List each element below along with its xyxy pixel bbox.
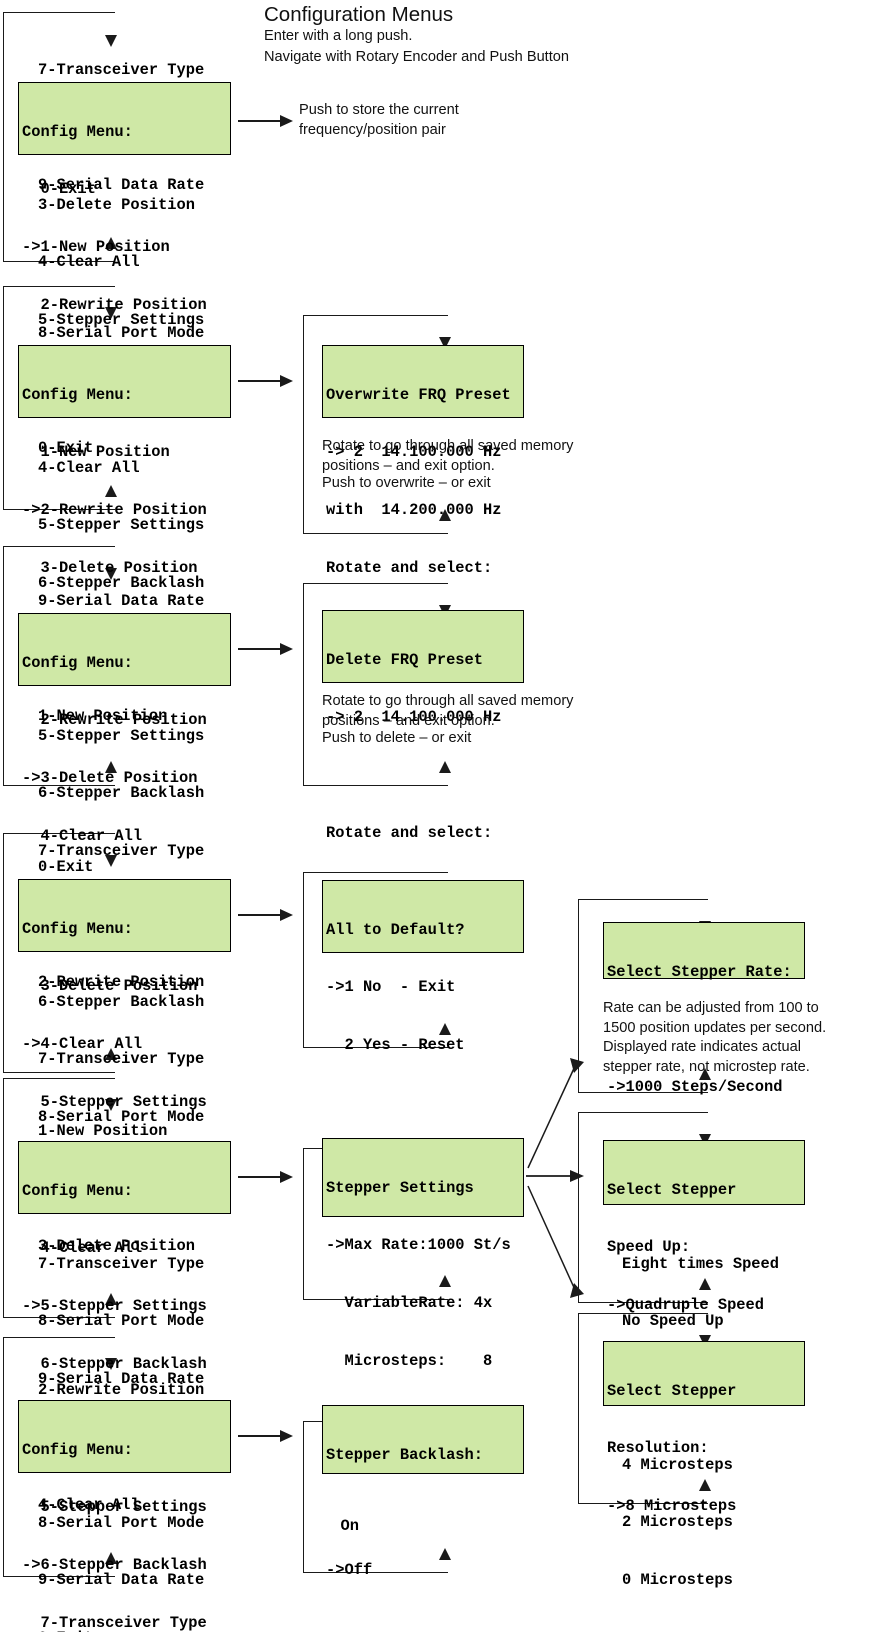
loop-box-4	[3, 833, 115, 1073]
arrow-up-4-right	[439, 1023, 451, 1035]
connector-5	[238, 1176, 282, 1178]
note-delete-2: Push to delete – or exit	[322, 730, 472, 746]
loop-box-5	[3, 1078, 115, 1318]
connector-3	[238, 648, 282, 650]
loop-box-6	[3, 1337, 115, 1577]
menu-backlash-options: On	[322, 1516, 359, 1535]
loop-box-speed-up	[578, 1112, 708, 1303]
arrow-up-5	[105, 1293, 117, 1305]
arrow-down-1	[105, 35, 117, 47]
header-line-1: Enter with a long push.	[264, 28, 413, 44]
lcd-screen-select-stepper-rate[interactable]: Select Stepper Rate: ->1000 Steps/Second	[603, 922, 805, 1096]
lcd-screen-select-stepper-resolution[interactable]: Select Stepper Resolution: ->8 Microstep…	[603, 1341, 805, 1515]
connector-1	[238, 120, 282, 122]
loop-box-resolution	[578, 1313, 708, 1504]
arrow-down-2-right	[439, 337, 451, 349]
fanout-connectors	[526, 1058, 584, 1298]
lcd-screen-overwrite-frq-preset[interactable]: Overwrite FRQ Preset -> 2 14.100.000 Hz …	[322, 345, 524, 577]
arrow-up-3-right	[439, 761, 451, 773]
note-rewrite-2: Push to overwrite – or exit	[322, 475, 491, 491]
arrow-right-4	[280, 909, 293, 921]
loop-box-2-right	[303, 315, 448, 534]
lcd-screen-config-new-position[interactable]: Config Menu: 0-Exit ->1-New Position 2-R…	[18, 82, 231, 314]
arrow-up-1	[105, 237, 117, 249]
arrow-up-3	[105, 761, 117, 773]
lcd-screen-config-rewrite-position[interactable]: Config Menu: 1-New Position ->2-Rewrite …	[18, 345, 231, 577]
arrow-down-6	[105, 1358, 117, 1370]
arrow-up-resolution	[699, 1479, 711, 1491]
connector-4	[238, 914, 282, 916]
lcd-screen-stepper-backlash[interactable]: Stepper Backlash: ->Off	[322, 1405, 524, 1579]
connector-6	[238, 1435, 282, 1437]
header-line-2: Navigate with Rotary Encoder and Push Bu…	[264, 49, 570, 65]
arrow-up-6	[105, 1552, 117, 1564]
lcd-screen-all-to-default[interactable]: All to Default? ->1 No - Exit 2 Yes - Re…	[322, 880, 524, 1054]
arrow-down-2	[105, 307, 117, 319]
arrow-up-speed-up	[699, 1278, 711, 1290]
arrow-down-5	[105, 1099, 117, 1111]
arrow-right-1	[280, 115, 293, 127]
loop-box-3	[3, 546, 115, 786]
note-stepper-rate: Rate can be adjusted from 100 to 1500 po…	[603, 1000, 827, 1075]
arrow-up-stepper-rate	[699, 1068, 711, 1080]
menu-below-6: 8-Serial Port Mode 9-Serial Data Rate 0-…	[38, 1513, 205, 1632]
arrow-up-2-right	[439, 509, 451, 521]
note-delete-1: Rotate to go through all saved memory po…	[322, 693, 574, 729]
note-rewrite-1: Rotate to go through all saved memory po…	[322, 438, 574, 474]
lcd-screen-delete-frq-preset[interactable]: Delete FRQ Preset -> 2 14.100.000 Hz Rot…	[322, 610, 524, 842]
lcd-screen-stepper-settings[interactable]: Stepper Settings ->Max Rate:1000 St/s Va…	[322, 1138, 524, 1370]
arrow-down-4	[105, 855, 117, 867]
loop-box-2	[3, 286, 115, 510]
loop-box-3-right	[303, 583, 448, 786]
arrow-right-3	[280, 643, 293, 655]
menu-resolution-options: 4 Microsteps 2 Microsteps 0 Microsteps	[622, 1455, 733, 1590]
page-title: Configuration Menus	[264, 3, 454, 26]
lcd-screen-config-delete-position[interactable]: Config Menu: 2-Rewrite Position ->3-Dele…	[18, 613, 231, 845]
arrow-up-2	[105, 485, 117, 497]
lcd-screen-config-clear-all[interactable]: Config Menu: 3-Delete Position ->4-Clear…	[18, 879, 231, 1111]
lcd-screen-config-stepper-settings[interactable]: Config Menu: 4-Clear All ->5-Stepper Set…	[18, 1141, 231, 1373]
arrow-right-6	[280, 1430, 293, 1442]
lcd-screen-select-stepper-speed-up[interactable]: Select Stepper Speed Up: ->Quadruple Spe…	[603, 1140, 805, 1314]
arrow-right-2	[280, 375, 293, 387]
lcd-screen-config-stepper-backlash[interactable]: Config Menu: 5-Stepper Settings ->6-Step…	[18, 1400, 231, 1632]
arrow-up-5-right	[439, 1275, 451, 1287]
arrow-right-5	[280, 1171, 293, 1183]
loop-box-stepper-rate	[578, 899, 708, 1093]
arrow-up-4	[105, 1048, 117, 1060]
arrow-down-3	[105, 568, 117, 580]
loop-box-4-right	[303, 872, 448, 1048]
note-new-position: Push to store the current frequency/posi…	[299, 102, 459, 138]
arrow-up-6-right	[439, 1548, 451, 1560]
connector-2	[238, 380, 282, 382]
loop-box-1	[3, 12, 115, 262]
